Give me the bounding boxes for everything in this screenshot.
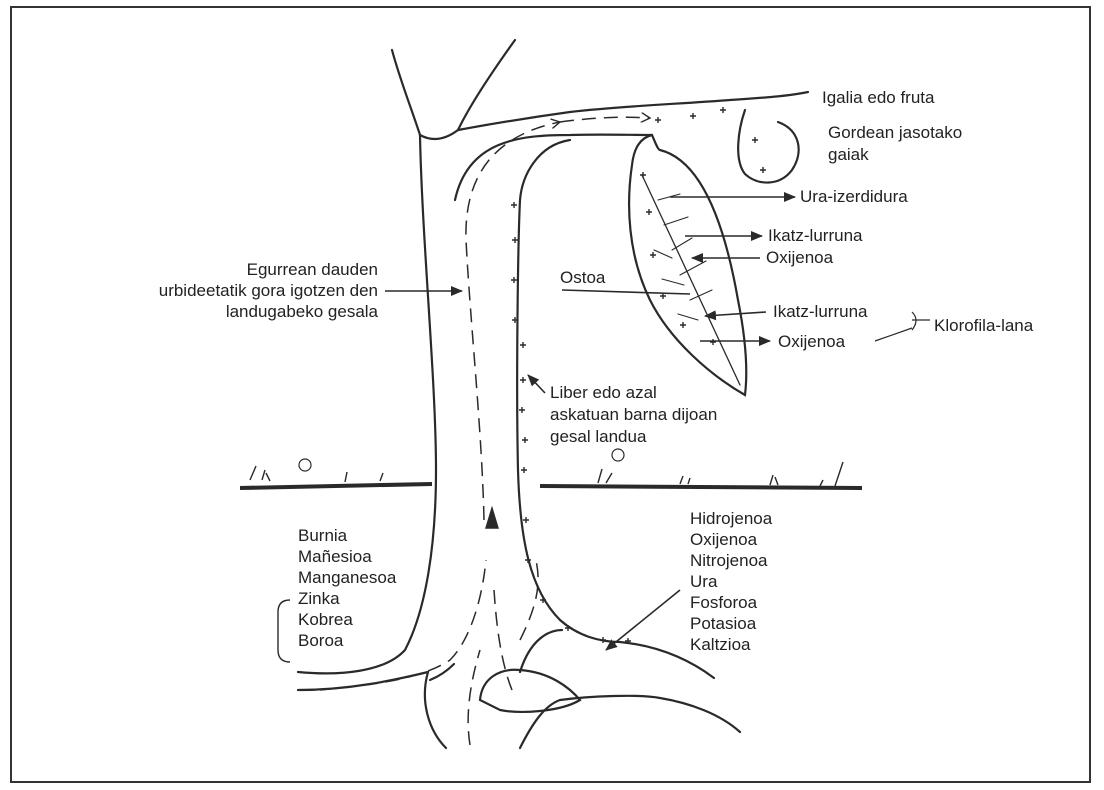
phloem-label-line1: Liber edo azal — [550, 383, 657, 403]
transpiration-label: Ura-izerdidura — [800, 187, 908, 207]
left-element: Burnia — [298, 525, 396, 546]
fruit-label: Igalia edo fruta — [822, 88, 934, 108]
leaf-label: Ostoa — [560, 268, 605, 288]
right-element: Potasioa — [690, 613, 772, 634]
photosynthesis-label: Klorofila-lana — [934, 316, 1033, 336]
ground-line — [240, 449, 862, 488]
right-element: Nitrojenoa — [690, 550, 772, 571]
right-element: Oxijenoa — [690, 529, 772, 550]
o2-out-label: Oxijenoa — [778, 332, 845, 352]
left-elements-list: Burnia Mañesioa Manganesoa Zinka Kobrea … — [298, 525, 396, 651]
left-element: Zinka — [298, 588, 396, 609]
co2-out-label: Ikatz-lurruna — [768, 226, 862, 246]
o2-in-label: Oxijenoa — [766, 248, 833, 268]
right-element: Hidrojenoa — [690, 508, 772, 529]
co2-in-label: Ikatz-lurruna — [773, 302, 867, 322]
raw-sap-label-line2: urbideetatik gora igotzen den — [100, 281, 378, 301]
left-element: Kobrea — [298, 609, 396, 630]
phloem-label-line2: askatuan barna dijoan — [550, 405, 717, 425]
right-element: Kaltzioa — [690, 634, 772, 655]
left-element: Boroa — [298, 630, 396, 651]
left-element: Manganesoa — [298, 567, 396, 588]
stored-matter-label-line1: Gordean jasotako — [828, 123, 962, 143]
stored-matter-label-line2: gaiak — [828, 145, 869, 165]
right-element: Fosforoa — [690, 592, 772, 613]
raw-sap-label-line1: Egurrean dauden — [168, 260, 378, 280]
right-elements-list: Hidrojenoa Oxijenoa Nitrojenoa Ura Fosfo… — [690, 508, 772, 655]
right-element: Ura — [690, 571, 772, 592]
raw-sap-label-line3: landugabeko gesala — [168, 302, 378, 322]
left-element: Mañesioa — [298, 546, 396, 567]
phloem-label-line3: gesal landua — [550, 427, 646, 447]
